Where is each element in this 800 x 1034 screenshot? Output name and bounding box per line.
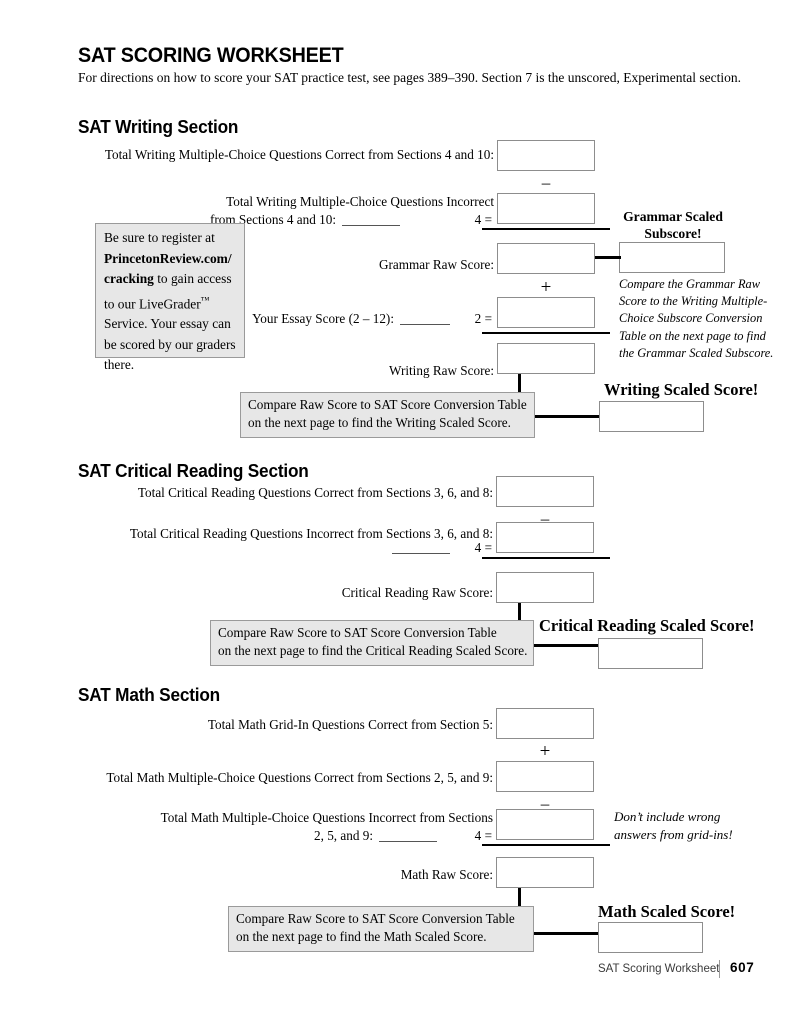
section-heading-critical-reading: SAT Critical Reading Section xyxy=(78,460,309,481)
connector-instruction-to-writing-scaled xyxy=(535,415,600,419)
callout-box-livegrader xyxy=(95,223,245,358)
label-math-mc-correct: Total Math Multiple-Choice Questions Cor… xyxy=(106,770,493,785)
input-math-gridin-correct[interactable] xyxy=(496,708,594,739)
input-grammar-raw-score[interactable] xyxy=(497,243,595,274)
callout-part2: to gain access to our LiveGrader xyxy=(104,271,232,311)
label-cr-correct: Total Critical Reading Questions Correct… xyxy=(137,485,493,500)
instruction-writing-line1: Compare Raw Score to SAT Score Conversio… xyxy=(248,397,527,412)
note-math-gridins-line2: answers from grid-ins! xyxy=(614,827,733,842)
connector-grammar-to-subscore xyxy=(595,256,621,260)
label-writing-correct: Total Writing Multiple-Choice Questions … xyxy=(104,147,494,162)
connector-math-raw-to-instruction xyxy=(518,888,522,912)
input-math-scaled-score[interactable] xyxy=(598,922,703,953)
label-writing-raw-score: Writing Raw Score: xyxy=(389,363,494,378)
blank-writing-incorrect[interactable] xyxy=(342,225,400,227)
instruction-box-math xyxy=(228,906,534,952)
operator-plus-writing: + xyxy=(540,277,552,298)
callout-text: Be sure to register at PrincetonReview.c… xyxy=(104,228,238,376)
input-essay-score[interactable] xyxy=(497,297,595,328)
footer-label: SAT Scoring Worksheet xyxy=(598,963,720,975)
label-math-raw-score: Math Raw Score: xyxy=(400,867,493,882)
page-subtitle: For directions on how to score your SAT … xyxy=(78,70,741,85)
label-writing-incorrect-line1: Total Writing Multiple-Choice Questions … xyxy=(226,194,494,209)
divider-math-subtract xyxy=(482,844,610,847)
callout-bold: PrincetonReview.com/ cracking xyxy=(104,250,232,287)
callout-part3: Service. Your essay can be scored by our… xyxy=(104,316,236,373)
label-math-mc-incorrect-line1: Total Math Multiple-Choice Questions Inc… xyxy=(160,810,493,825)
instruction-box-cr xyxy=(210,620,534,666)
instruction-cr-line2: on the next page to find the Critical Re… xyxy=(218,643,528,658)
connector-writing-raw-to-instruction xyxy=(518,374,522,402)
caption-writing-scaled-score: Writing Scaled Score! xyxy=(604,380,759,399)
input-math-mc-correct[interactable] xyxy=(496,761,594,792)
page-title: SAT SCORING WORKSHEET xyxy=(78,44,344,67)
label-writing-divisor: 4 = xyxy=(474,212,492,227)
connector-instruction-to-cr-scaled xyxy=(534,644,599,648)
note-grammar-conversion: Compare the Grammar Raw Score to the Wri… xyxy=(619,277,774,360)
input-cr-correct[interactable] xyxy=(496,476,594,507)
operator-minus-math: – xyxy=(540,794,550,813)
section-heading-writing: SAT Writing Section xyxy=(78,116,239,137)
section-heading-math: SAT Math Section xyxy=(78,684,220,705)
label-grammar-raw-score: Grammar Raw Score: xyxy=(379,257,494,272)
callout-part1: Be sure to register at xyxy=(104,230,215,245)
blank-cr-incorrect[interactable] xyxy=(392,553,450,555)
operator-plus-math: + xyxy=(539,741,551,762)
instruction-box-writing xyxy=(240,392,535,438)
label-essay-score: Your Essay Score (2 – 12): xyxy=(252,311,394,326)
input-math-mc-incorrect[interactable] xyxy=(496,809,594,840)
blank-essay-score[interactable] xyxy=(400,324,450,326)
note-math-gridins-line1: Don’t include wrong xyxy=(614,809,721,824)
connector-cr-raw-to-instruction xyxy=(518,603,522,629)
input-math-raw-score[interactable] xyxy=(496,857,594,888)
blank-math-incorrect[interactable] xyxy=(379,841,437,843)
label-cr-raw-score: Critical Reading Raw Score: xyxy=(341,585,493,600)
caption-cr-scaled-score: Critical Reading Scaled Score! xyxy=(539,616,755,635)
label-math-mc-incorrect-line2: 2, 5, and 9: xyxy=(314,828,373,843)
divider-writing-add xyxy=(482,332,610,335)
footer-page-number: 607 xyxy=(730,960,755,975)
divider-writing-subtract xyxy=(482,228,610,231)
label-math-gridin-correct: Total Math Grid-In Questions Correct fro… xyxy=(207,717,493,732)
input-cr-incorrect[interactable] xyxy=(496,522,594,553)
input-cr-scaled-score[interactable] xyxy=(598,638,703,669)
input-writing-raw-score[interactable] xyxy=(497,343,595,374)
label-math-divisor: 4 = xyxy=(474,828,492,843)
caption-grammar-subscore-line2: Subscore! xyxy=(644,226,702,241)
label-cr-divisor: 4 = xyxy=(474,540,492,555)
input-writing-incorrect[interactable] xyxy=(497,193,595,224)
operator-minus-cr: – xyxy=(540,509,550,528)
input-writing-scaled-score[interactable] xyxy=(599,401,704,432)
caption-grammar-subscore-line1: Grammar Scaled xyxy=(623,209,723,224)
input-writing-correct[interactable] xyxy=(497,140,595,171)
caption-math-scaled-score: Math Scaled Score! xyxy=(598,902,736,921)
trademark-icon: ™ xyxy=(200,294,210,305)
footer-divider xyxy=(719,960,721,978)
instruction-writing-line2: on the next page to find the Writing Sca… xyxy=(248,415,511,430)
label-essay-divisor: 2 = xyxy=(474,311,492,326)
connector-instruction-to-math-scaled xyxy=(534,932,599,936)
operator-minus-writing: – xyxy=(541,173,551,192)
instruction-math-line1: Compare Raw Score to SAT Score Conversio… xyxy=(236,911,515,926)
instruction-math-line2: on the next page to find the Math Scaled… xyxy=(236,929,487,944)
label-cr-incorrect: Total Critical Reading Questions Incorre… xyxy=(129,526,493,541)
input-grammar-scaled-subscore[interactable] xyxy=(619,242,725,273)
instruction-cr-line1: Compare Raw Score to SAT Score Conversio… xyxy=(218,625,497,640)
input-cr-raw-score[interactable] xyxy=(496,572,594,603)
divider-cr-subtract xyxy=(482,557,610,560)
